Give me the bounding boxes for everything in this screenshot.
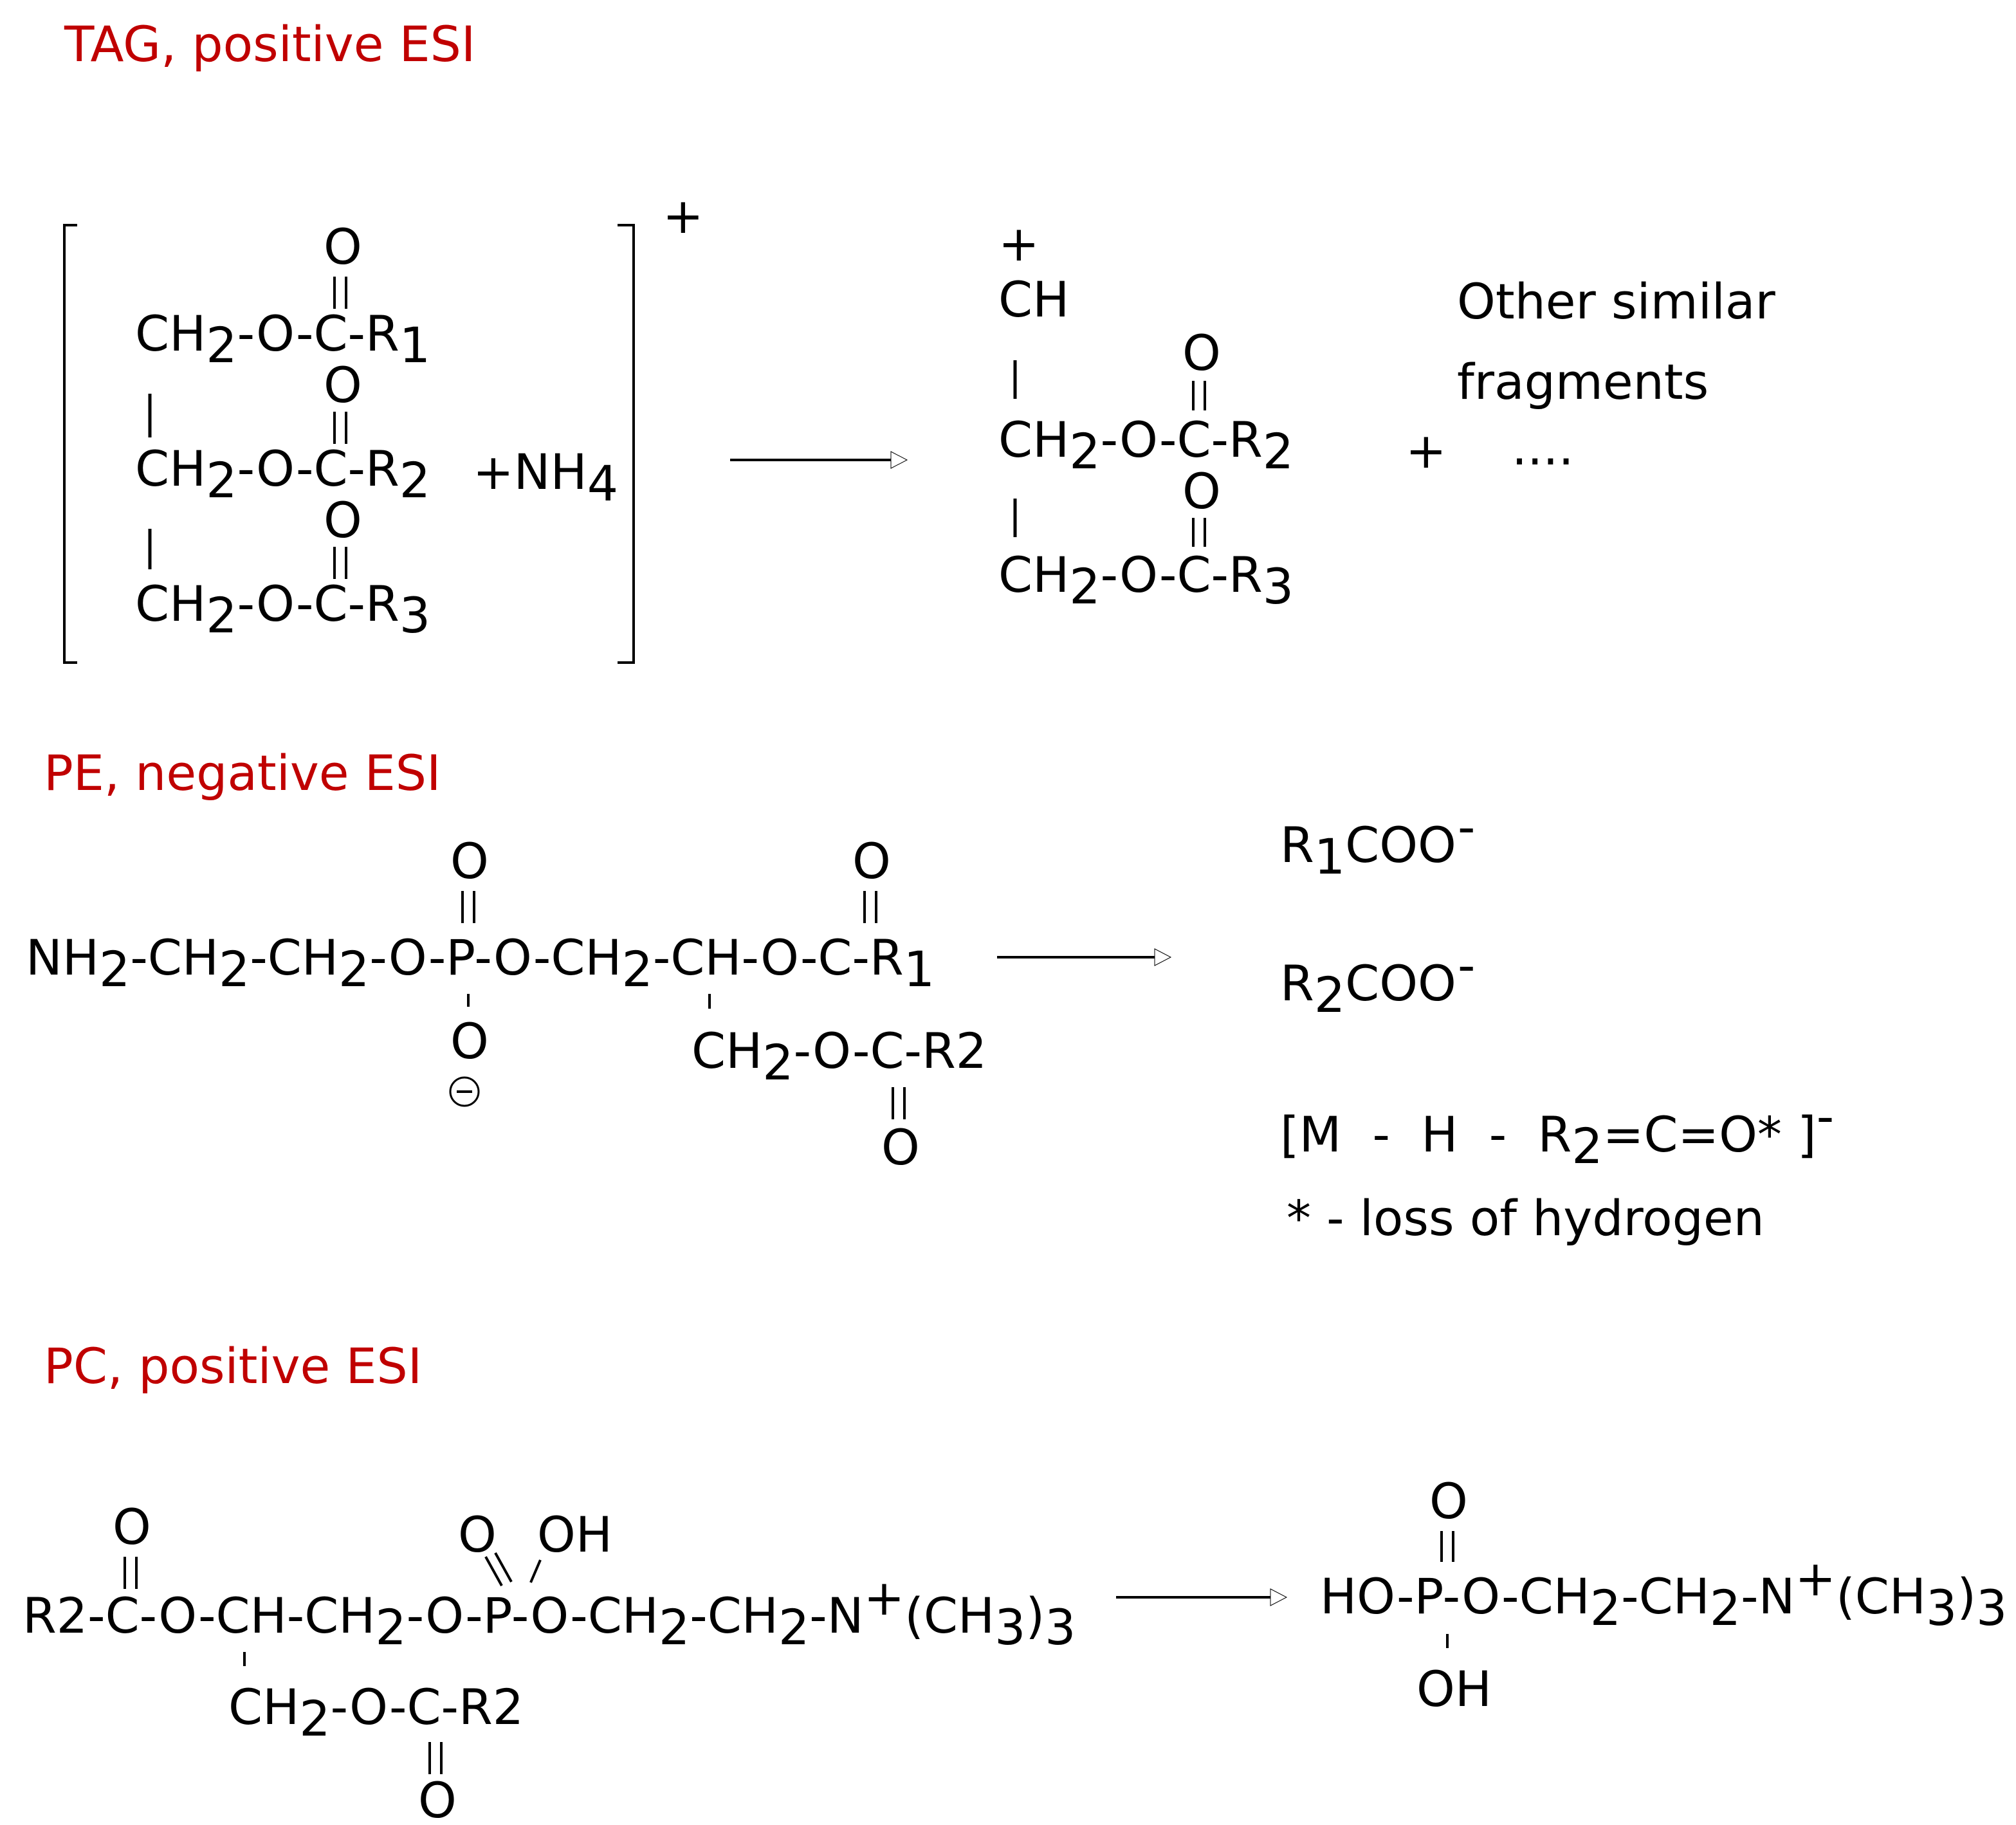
pe-main-chain: NH2-CH2-CH2-O-P-O-CH2-CH-O-C-R1 — [26, 929, 935, 998]
tag-product-r2-carbonyl-o: O — [1182, 324, 1221, 381]
tag-ammonium-adduct: +NH4 — [473, 443, 618, 512]
pc-phosphate-o: O — [458, 1506, 497, 1563]
tag-product-ch: CH — [998, 271, 1069, 328]
pc-p-oh-bond — [529, 1559, 542, 1583]
pe-negative-charge-icon — [449, 1076, 480, 1107]
pe-branch: CH2-O-C-R2 — [692, 1022, 987, 1091]
pe-section-title: PE, negative ESI — [44, 744, 441, 802]
tag-plus-sign: + — [1406, 422, 1447, 479]
tag-product-row-2: CH2-O-C-R2 — [998, 411, 1294, 480]
tag-left-bracket — [63, 224, 77, 664]
tag-reactant-row-1: CH2-O-C-R1 — [135, 305, 430, 374]
tag-r3-carbonyl-o: O — [324, 491, 362, 549]
tag-ellipsis: .... — [1512, 419, 1574, 476]
pc-product-o-top: O — [1429, 1472, 1468, 1530]
pe-branch-carbonyl-o: O — [881, 1119, 920, 1176]
tag-right-bracket — [618, 224, 635, 664]
tag-product-r3-carbonyl-o: O — [1182, 463, 1221, 520]
pc-p-double-a — [484, 1556, 503, 1586]
tag-other-fragments-line-2: fragments — [1457, 353, 1709, 410]
pc-section-title: PC, positive ESI — [44, 1337, 422, 1395]
tag-reactant-row-3: CH2-O-C-R3 — [135, 575, 430, 644]
pe-phosphate-o-bottom: O — [450, 1013, 489, 1070]
pe-product-r2coo: R2COO- — [1280, 937, 1475, 1023]
pc-product-chain: HO-P-O-CH2-CH2-N+(CH3)3 — [1320, 1550, 2007, 1637]
tag-product-charge: + — [998, 215, 1040, 272]
pe-footnote: * - loss of hydrogen — [1287, 1189, 1764, 1247]
pe-reaction-arrow — [997, 948, 1172, 966]
pc-phosphate-oh: OH — [537, 1506, 612, 1563]
pe-product-r1coo: R1COO- — [1280, 798, 1475, 885]
pe-product-ketene-loss: [M - H - R2=C=O* ]- — [1280, 1088, 1834, 1175]
tag-product-row-3: CH2-O-C-R3 — [998, 546, 1294, 615]
pc-product-oh: OH — [1416, 1660, 1492, 1718]
tag-reaction-arrow — [730, 451, 908, 469]
pc-reaction-arrow — [1116, 1588, 1288, 1606]
tag-reactant-row-2: CH2-O-C-R2 — [135, 440, 430, 509]
tag-other-fragments-line-1: Other similar — [1457, 273, 1775, 330]
pe-phosphate-o-top: O — [450, 832, 489, 890]
pc-branch-carbonyl-o: O — [418, 1772, 457, 1825]
tag-section-title: TAG, positive ESI — [64, 15, 475, 73]
pc-p-double-b — [494, 1552, 513, 1582]
pc-main-chain: R2-C-O-CH-CH2-O-P-O-CH2-CH2-N+(CH3)3 — [23, 1569, 1076, 1656]
tag-r1-carbonyl-o: O — [324, 218, 362, 275]
tag-reactant-charge: + — [663, 187, 704, 244]
pe-carbonyl-o-top: O — [852, 832, 891, 890]
pc-branch: CH2-O-C-R2 — [228, 1678, 524, 1747]
pc-carbonyl-o-top: O — [113, 1498, 151, 1555]
tag-r2-carbonyl-o: O — [324, 356, 362, 414]
